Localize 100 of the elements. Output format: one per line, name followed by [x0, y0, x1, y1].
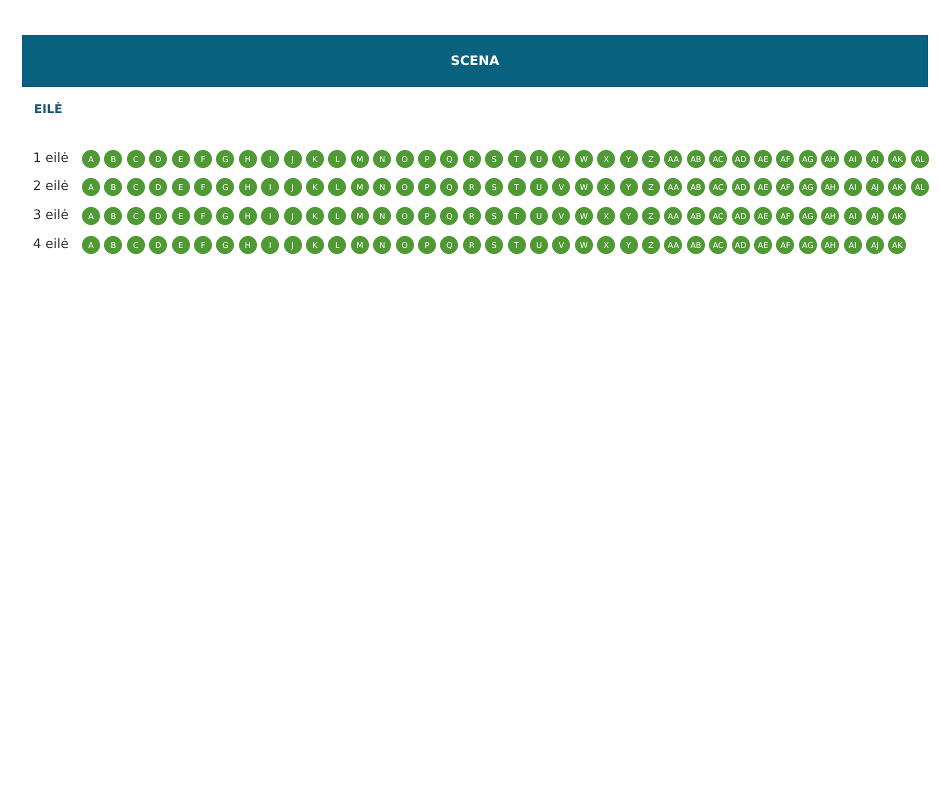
seat-marker: A [82, 236, 100, 254]
seat-marker: B [104, 236, 122, 254]
seat-marker: R [462, 150, 481, 168]
seat-marker: AC [709, 178, 728, 196]
seat-marker: T [508, 207, 526, 225]
seat-marker: Q [440, 236, 458, 254]
seat-marker: AH [821, 178, 840, 196]
seat-marker: AH [821, 236, 840, 254]
seat-marker: D [149, 150, 168, 168]
seat-marker: V [552, 150, 570, 168]
seat-marker: V [552, 178, 570, 196]
seat-marker: I [261, 150, 280, 168]
seat-marker: O [396, 236, 414, 254]
seat-marker: Z [642, 236, 660, 254]
seat-marker: AB [686, 207, 705, 225]
stage-banner: SCENA [22, 35, 928, 87]
seat-marker: Z [642, 207, 660, 225]
seat-marker: L [328, 150, 346, 168]
seat-marker: Q [440, 207, 458, 225]
seat-marker: X [597, 150, 616, 168]
seat-marker: AI [844, 236, 862, 254]
seat-marker: J [284, 236, 302, 254]
seat-marker: T [508, 236, 526, 254]
seat-marker: F [194, 236, 212, 254]
seat-marker: AB [686, 236, 705, 254]
seat-marker: AE [754, 150, 772, 168]
seat-marker: S [485, 178, 504, 196]
seat-marker: Y [620, 150, 638, 168]
seat-marker: S [485, 150, 504, 168]
seat-marker: AJ [866, 207, 884, 225]
seat-marker: L [328, 236, 346, 254]
seat-marker: E [172, 178, 190, 196]
seat-marker: AJ [866, 236, 884, 254]
seat-marker: AK [888, 150, 906, 168]
seat-marker: U [530, 207, 548, 225]
seat-marker: AF [776, 178, 794, 196]
seat-marker: H [238, 178, 257, 196]
seat-marker: AG [798, 236, 817, 254]
seat-marker: B [104, 178, 122, 196]
seat-marker: B [104, 207, 122, 225]
seat-marker: N [373, 150, 392, 168]
seat-marker: I [261, 207, 280, 225]
seat-marker: I [261, 178, 280, 196]
seat-marker: D [149, 236, 168, 254]
seat-marker: E [172, 236, 190, 254]
seat-marker: G [216, 236, 234, 254]
seat-marker: R [462, 178, 481, 196]
seat-marker: AI [844, 178, 862, 196]
seat-marker: K [306, 207, 324, 225]
seat-marker: R [462, 236, 481, 254]
seat-marker: AJ [866, 178, 884, 196]
seat-marker: AA [664, 150, 682, 168]
seat-marker: Q [440, 150, 458, 168]
seat-marker: Y [620, 178, 638, 196]
seat-marker: R [462, 207, 481, 225]
seat-marker: P [418, 207, 436, 225]
row-label: 4 eilė [33, 237, 69, 252]
seat-marker: X [597, 236, 616, 254]
seat-marker: M [350, 207, 369, 225]
row-label: 1 eilė [33, 151, 69, 166]
seat-marker: AA [664, 178, 682, 196]
seat-marker: O [396, 178, 414, 196]
seat-marker: AF [776, 150, 794, 168]
seat-marker: AG [798, 150, 817, 168]
seat-marker: AL [910, 150, 929, 168]
seat-marker: P [418, 178, 436, 196]
seat-marker: G [216, 150, 234, 168]
seat-marker: U [530, 150, 548, 168]
seat-marker: J [284, 178, 302, 196]
seat-marker: C [126, 236, 145, 254]
seat-marker: AI [844, 150, 862, 168]
seat-marker: M [350, 236, 369, 254]
seat-marker: AH [821, 150, 840, 168]
seat-marker: AF [776, 207, 794, 225]
seat-marker: A [82, 150, 100, 168]
seat-marker: G [216, 178, 234, 196]
seat-marker: B [104, 150, 122, 168]
seat-marker: AH [821, 207, 840, 225]
seat-marker: AK [888, 236, 906, 254]
seat-marker: AC [709, 236, 728, 254]
seat-marker: K [306, 178, 324, 196]
seat-marker: H [238, 236, 257, 254]
seat-marker: AK [888, 207, 906, 225]
seat-marker: P [418, 236, 436, 254]
seat-marker: F [194, 150, 212, 168]
seat-marker: J [284, 207, 302, 225]
seat-marker: S [485, 236, 504, 254]
seat-marker: U [530, 236, 548, 254]
seat-marker: H [238, 207, 257, 225]
seat-marker: N [373, 207, 392, 225]
seat-marker: AK [888, 178, 906, 196]
seat-marker: S [485, 207, 504, 225]
seat-marker: P [418, 150, 436, 168]
seat-marker: J [284, 150, 302, 168]
seat-marker: T [508, 150, 526, 168]
seat-marker: W [574, 150, 593, 168]
row-label: 2 eilė [33, 179, 69, 194]
seat-marker: A [82, 178, 100, 196]
seat-marker: AE [754, 207, 772, 225]
seat-marker: V [552, 236, 570, 254]
